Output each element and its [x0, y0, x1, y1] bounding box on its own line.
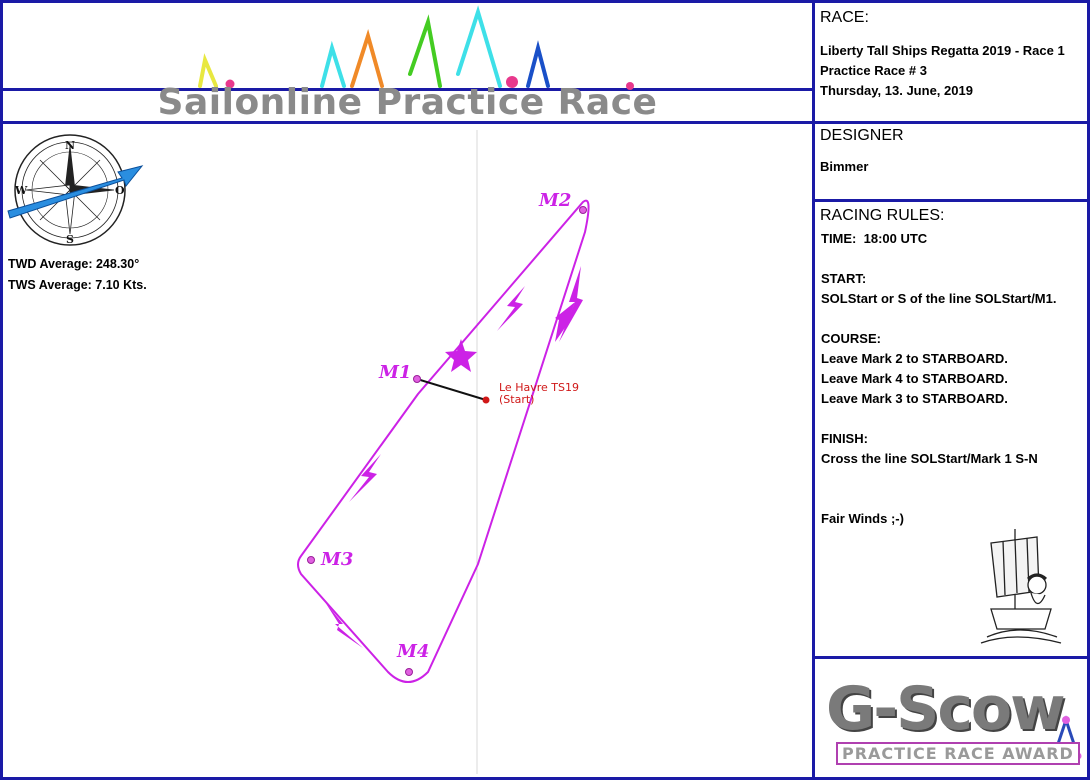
sails-logo [198, 5, 634, 90]
rules-time: TIME: 18:00 UTC [821, 231, 928, 246]
mark-m3-dot [307, 556, 315, 564]
star-marker [445, 339, 477, 372]
mark-m1-dot [413, 375, 421, 383]
banner-divider [0, 121, 815, 124]
race-heading: RACE: [820, 9, 869, 26]
mark-m4-dot [405, 668, 413, 676]
banner-title: Sailonline Practice Race [157, 82, 658, 123]
race-name: Liberty Tall Ships Regatta 2019 - Race 1 [820, 43, 1065, 58]
rules-closing: Fair Winds ;-) [821, 511, 904, 526]
twd-average: TWD Average: 248.30° [8, 257, 140, 271]
designer-heading: DESIGNER [820, 127, 904, 144]
mark-m3-label: M3 [320, 549, 353, 570]
rules-start-label: START: [821, 271, 867, 286]
rules-course-line: Leave Mark 4 to STARBOARD. [821, 371, 1008, 386]
rules-course-label: COURSE: [821, 331, 881, 346]
start-sub-label: (Start) [499, 393, 534, 406]
designer-name: Bimmer [820, 159, 869, 174]
rules-course-line: Leave Mark 3 to STARBOARD. [821, 391, 1008, 406]
compass-s-label: S [66, 233, 74, 246]
course-route [297, 199, 590, 683]
race-divider [812, 121, 1090, 124]
wind-direction-arrow [7, 165, 144, 219]
rules-divider [812, 656, 1090, 659]
race-date: Thursday, 13. June, 2019 [820, 83, 973, 98]
sailor-illustration [980, 529, 1062, 644]
mark-m4-label: M4 [396, 641, 429, 662]
rules-finish-text: Cross the line SOLStart/Mark 1 S-N [821, 451, 1038, 466]
start-point-dot [482, 396, 490, 404]
sidebar-divider [812, 0, 815, 780]
start-name-label: Le Havre TS19 [499, 381, 579, 394]
compass-o-label: O [115, 184, 125, 197]
course-map: M1 M2 M3 M4 Le Havre TS19 (Start) [297, 130, 590, 774]
mark-m2-dot [579, 206, 587, 214]
compass-w-label: W [14, 184, 28, 197]
rules-start-text: SOLStart or S of the line SOLStart/M1. [821, 291, 1057, 306]
award-title: G-Scow [826, 674, 1066, 744]
compass-rose: N S W O [7, 134, 144, 246]
award-subtitle: PRACTICE RACE AWARD [836, 742, 1080, 765]
rules-course-line: Leave Mark 2 to STARBOARD. [821, 351, 1008, 366]
banner-waterline [0, 88, 815, 91]
tws-average: TWS Average: 7.10 Kts. [8, 278, 147, 292]
mark-m1-label: M1 [378, 362, 411, 383]
rules-finish-label: FINISH: [821, 431, 868, 446]
designer-divider [812, 199, 1090, 202]
rules-heading: RACING RULES: [820, 207, 945, 224]
race-number: Practice Race # 3 [820, 63, 927, 78]
start-line [416, 378, 487, 401]
course-arrows [325, 266, 583, 648]
mark-m2-label: M2 [538, 190, 571, 211]
compass-n-label: N [65, 139, 75, 152]
